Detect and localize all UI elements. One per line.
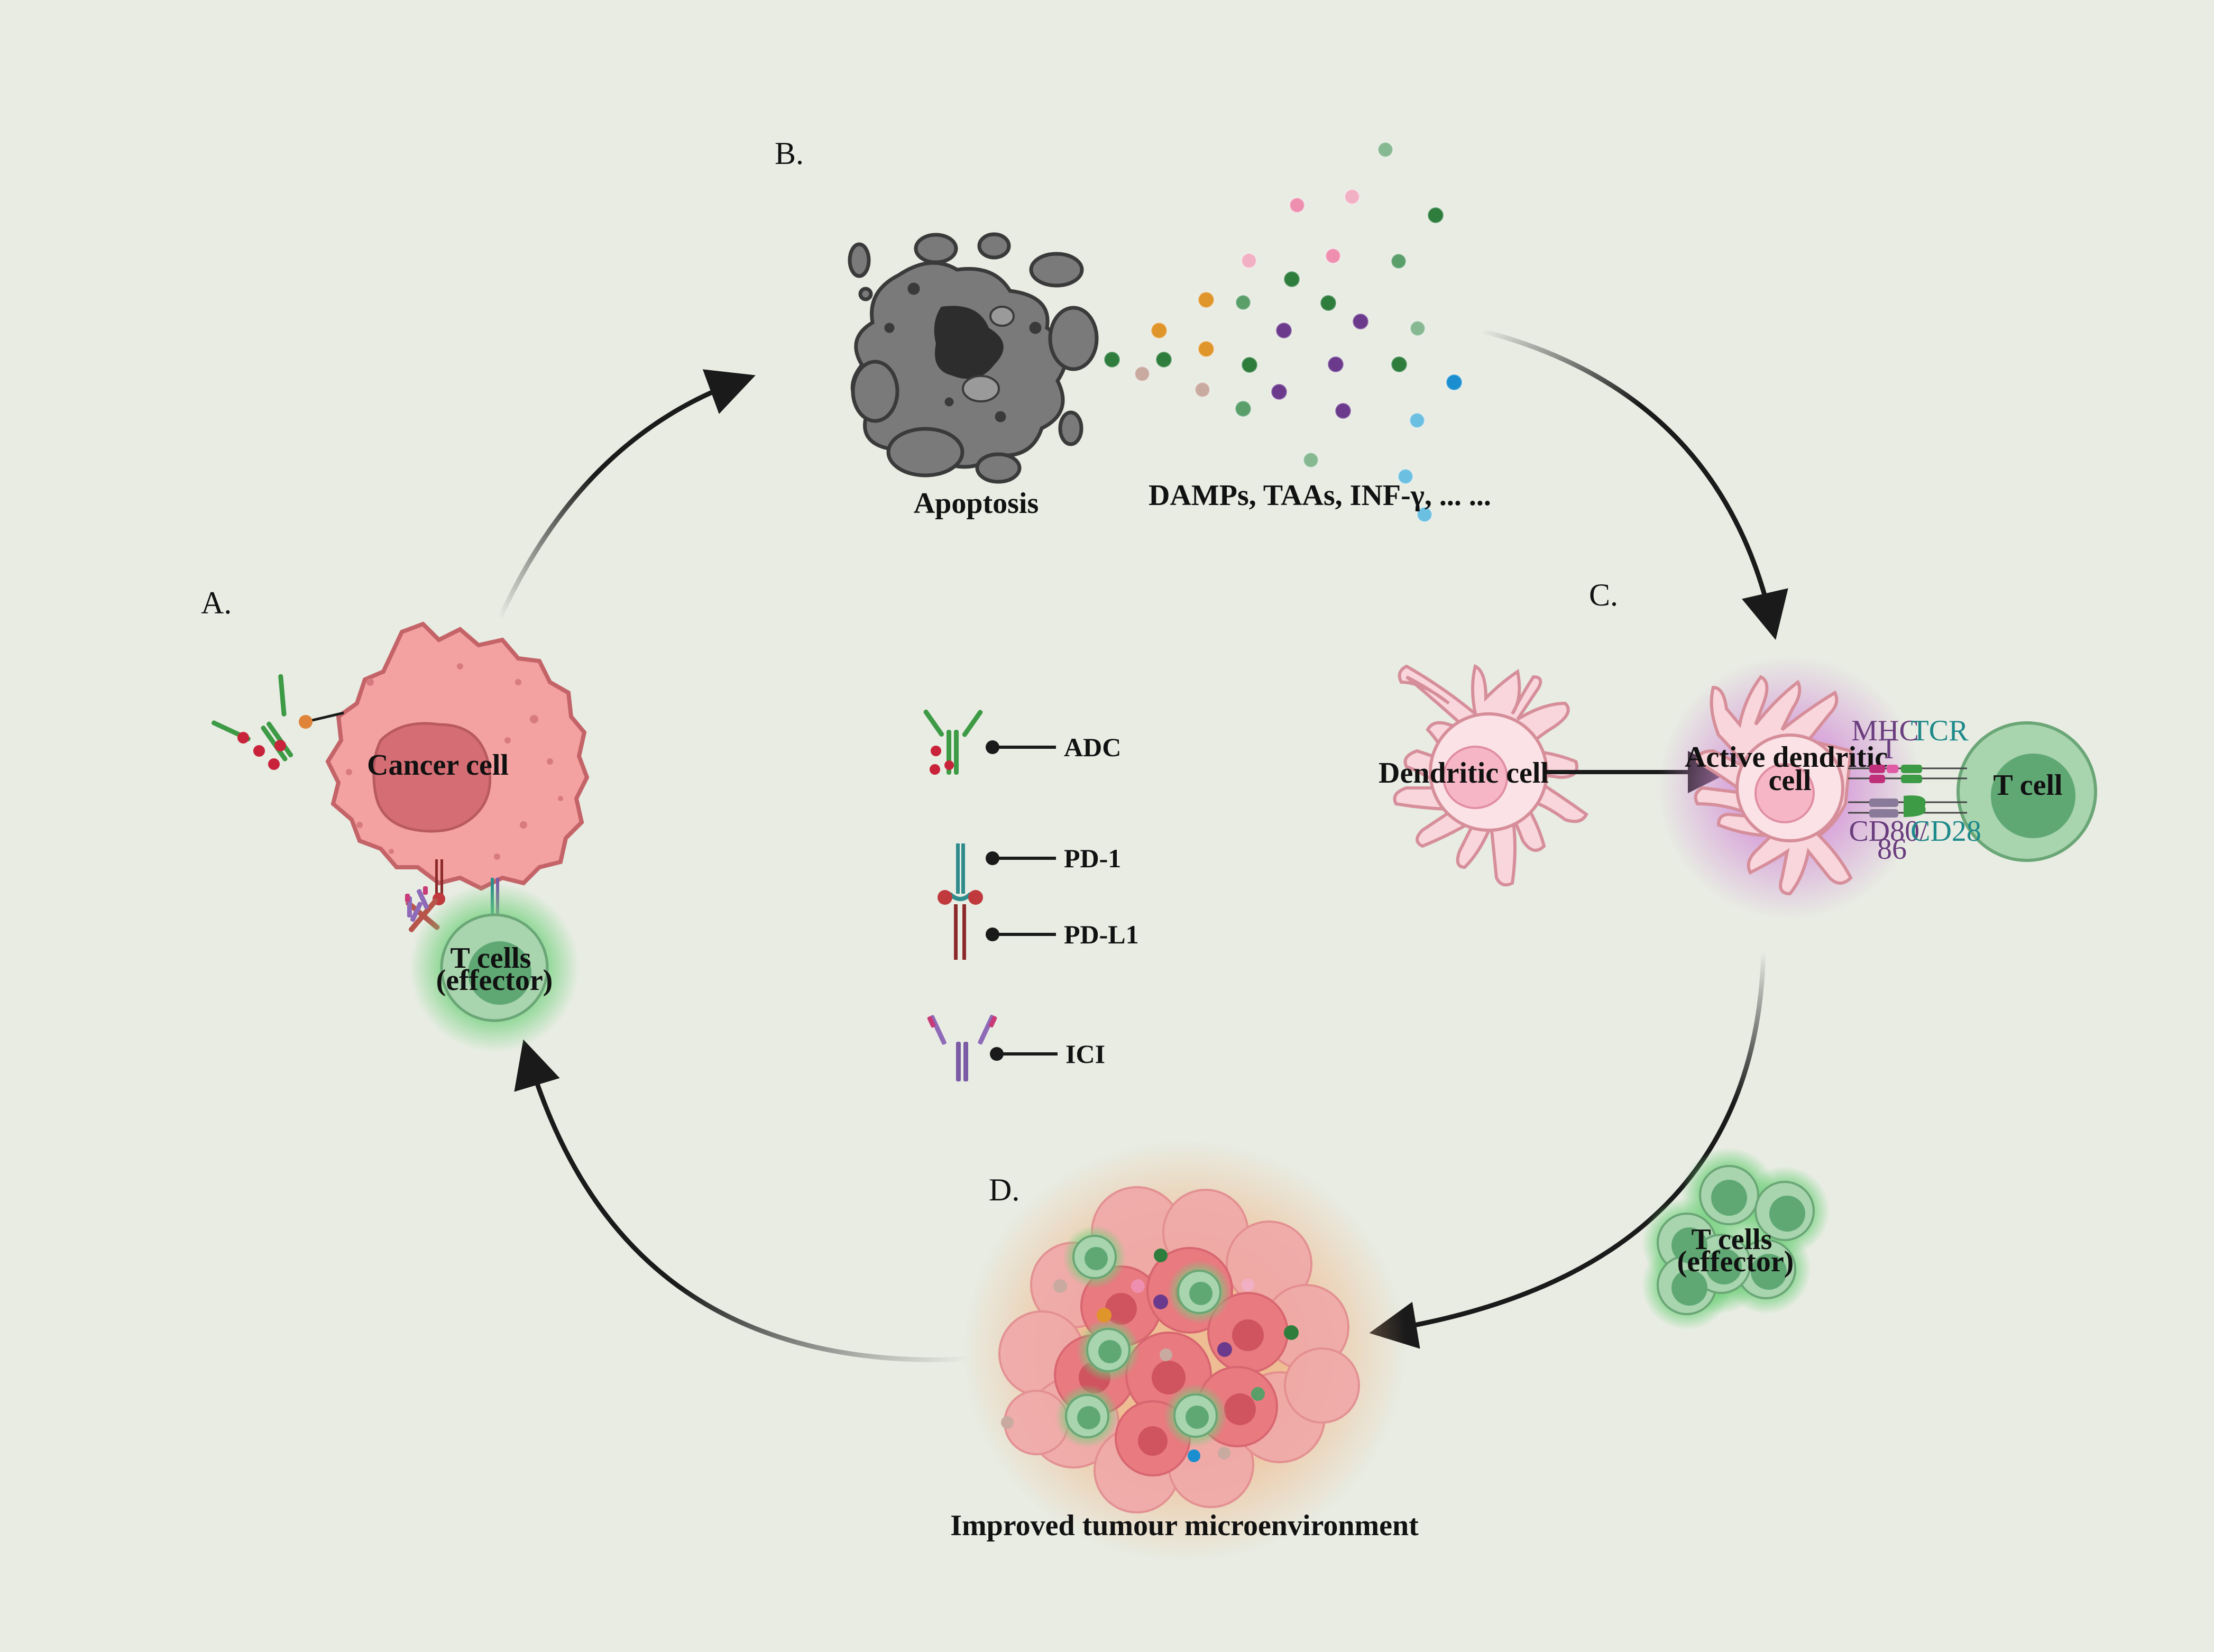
pd1-icon xyxy=(948,843,972,901)
t-cells-effector-cluster-label: T cells (effector) xyxy=(1677,1223,1794,1278)
t-cell-c: T cell xyxy=(1956,721,2097,862)
section-label-c: C. xyxy=(1589,577,1618,612)
section-label-b: B. xyxy=(775,136,804,171)
section-label-a: A. xyxy=(201,585,232,620)
arrow-b-to-c xyxy=(1480,328,1788,640)
t-cell-effector-a: T cells (effector) xyxy=(410,883,579,1052)
adc-binding-cancer-cell xyxy=(212,674,344,770)
apoptosis-label: Apoptosis xyxy=(914,487,1039,520)
apoptotic-cell xyxy=(848,232,1099,484)
tumour-molecules xyxy=(1001,1249,1299,1462)
infiltrating-t-cells xyxy=(1055,1225,1231,1448)
dendritic-cell-label: Dendritic cell xyxy=(1379,757,1549,790)
legend-label-pd1: PD-1 xyxy=(1064,843,1121,873)
section-label-d: D. xyxy=(989,1172,1019,1207)
cancer-cell: Cancer cell xyxy=(325,621,590,891)
pdl1-icon xyxy=(938,890,983,960)
arrow-a-to-b xyxy=(497,369,756,620)
legend-label-pdl1: PD-L1 xyxy=(1064,920,1139,949)
ici-icon xyxy=(927,1015,997,1081)
legend-item-ici: ICI xyxy=(927,1015,1105,1081)
active-dendritic-cell: Active dendritic cell xyxy=(1658,656,1922,920)
improved-tme-label: Improved tumour microenvironment xyxy=(950,1509,1419,1542)
cancer-cell-label: Cancer cell xyxy=(367,749,509,782)
legend-item-adc: ADC xyxy=(923,709,1121,775)
active-dendritic-cell-label: Active dendritic cell xyxy=(1685,741,1895,797)
t-cells-effector-cluster: T cells (effector) xyxy=(1642,1148,1830,1330)
cd80-label: CD80/ 86 xyxy=(1849,815,1935,866)
cd28-label: CD28 xyxy=(1910,815,1981,848)
t-cells-effector-label: T cells (effector) xyxy=(436,942,553,997)
mhc-label: MHC I xyxy=(1851,714,1926,765)
released-molecules-label: DAMPs, TAAs, INF-γ, ... ... xyxy=(1149,479,1491,512)
tumour-microenvironment xyxy=(962,1140,1407,1563)
adc-icon xyxy=(923,709,983,775)
arrow-d-to-a xyxy=(514,1039,968,1362)
t-cell-label: T cell xyxy=(1993,769,2062,802)
legend: ADC PD-1 PD-L1 xyxy=(923,709,1139,1081)
tcr-label: TCR xyxy=(1911,714,1969,747)
released-molecules xyxy=(1103,141,1463,523)
legend-label-ici: ICI xyxy=(1065,1039,1105,1069)
legend-label-adc: ADC xyxy=(1064,732,1121,762)
synapse-receptors: MHC I TCR CD80/ 86 CD28 xyxy=(1848,714,1981,866)
legend-item-pdl1: PD-L1 xyxy=(938,890,1139,960)
